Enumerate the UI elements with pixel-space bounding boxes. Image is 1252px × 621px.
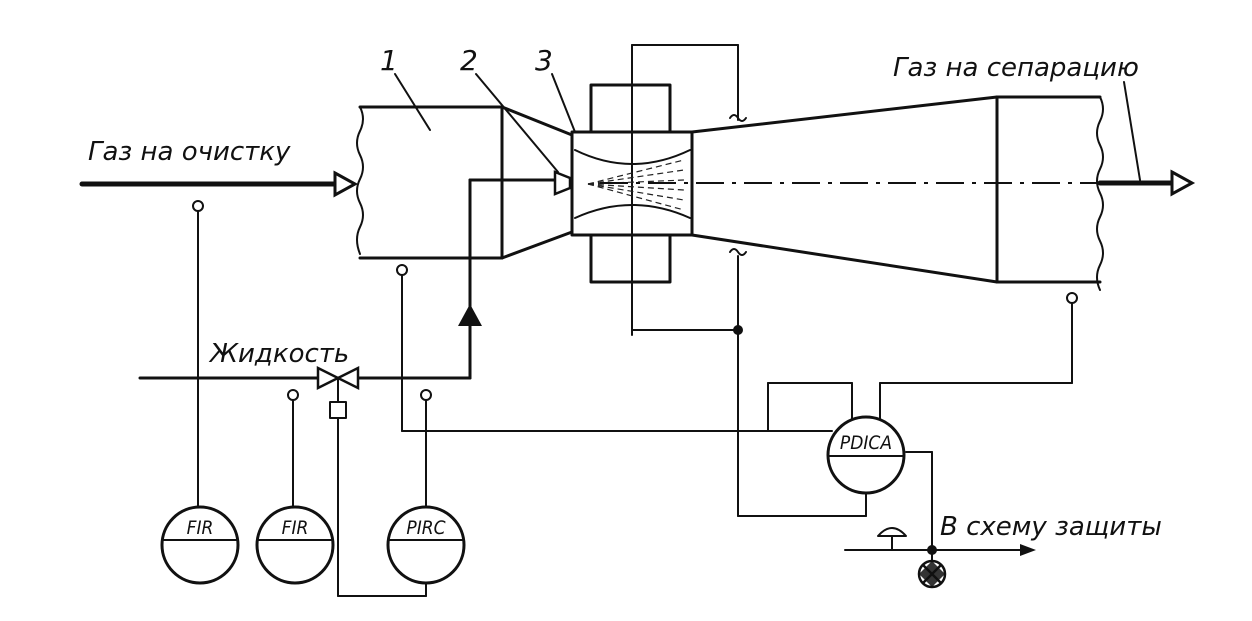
instrument-fir-liquid: FIR: [255, 505, 335, 585]
fir-liquid-label: FIR: [282, 517, 309, 539]
inlet-chamber: [356, 105, 504, 260]
gas-inlet-arrow: [79, 170, 359, 198]
outlet-chamber: [995, 95, 1104, 291]
confuser-section: [500, 105, 574, 260]
fir-gas-label: FIR: [187, 517, 214, 539]
diffuser-section: [690, 95, 999, 284]
liquid-nozzle: [458, 170, 572, 380]
venturi-throat: [570, 44, 694, 336]
alarm-lamp-icon: [917, 559, 947, 589]
spray-jets: [587, 159, 685, 211]
instrument-fir-gas: FIR: [160, 505, 240, 585]
callout-3: 3: [535, 44, 553, 77]
liquid-label: Жидкость: [208, 339, 349, 369]
control-valve: [316, 365, 427, 597]
gas-outlet-arrow: [1097, 81, 1196, 197]
protection-label: В схему защиты: [940, 512, 1162, 542]
pirc-label: PIRC: [406, 517, 445, 539]
instrument-pdica: PDICA: [826, 415, 906, 495]
gas-inlet-label: Газ на очистку: [88, 137, 291, 167]
callout-2: 2: [460, 44, 478, 77]
pdica-label: PDICA: [840, 432, 892, 454]
gas-outlet-label: Газ на сепарацию: [893, 53, 1139, 83]
callout-1: 1: [380, 44, 398, 77]
instrument-pirc: PIRC: [386, 505, 466, 585]
